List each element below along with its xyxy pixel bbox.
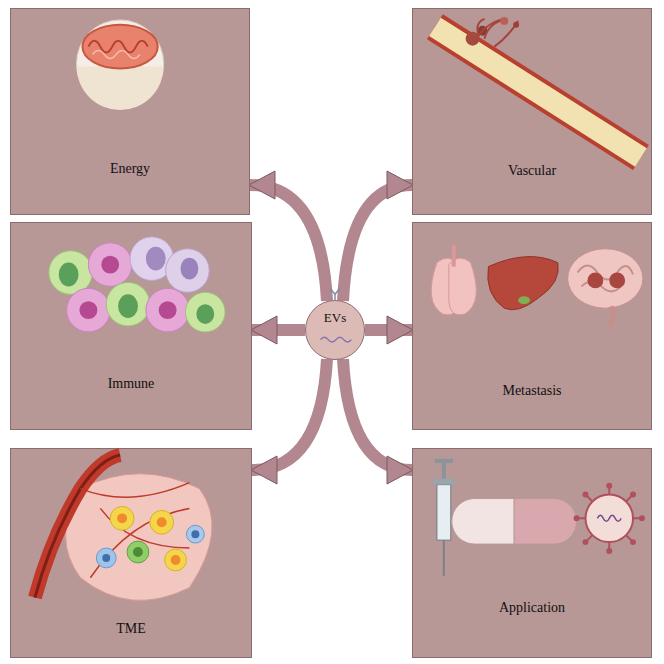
topic-panel: Immune	[10, 222, 252, 430]
hub-illustration	[306, 301, 364, 359]
curved-arrow	[252, 324, 305, 336]
center-label: EVs	[306, 310, 364, 326]
energy-illustration	[11, 9, 249, 214]
panel-title: Application	[413, 599, 651, 617]
curved-arrow	[343, 359, 412, 470]
panel-title: Metastasis	[413, 382, 651, 400]
curved-arrow	[343, 185, 412, 301]
topic-panel: Application	[412, 448, 652, 658]
panel-title: Energy	[11, 160, 249, 178]
curved-arrow	[252, 359, 327, 470]
vascular-illustration	[413, 9, 651, 214]
application-illustration	[413, 449, 651, 657]
topic-panel: Metastasis	[412, 222, 652, 430]
curved-arrow	[365, 324, 412, 336]
topic-panel: Vascular	[412, 8, 652, 215]
immune-illustration	[11, 223, 251, 429]
topic-panel: TME	[10, 448, 252, 658]
panel-title: TME	[11, 620, 251, 638]
center-circle: EVs	[305, 300, 365, 360]
metastasis-illustration	[413, 223, 651, 429]
curved-arrow	[250, 185, 327, 301]
topic-panel: Energy	[10, 8, 250, 215]
panel-title: Immune	[11, 375, 251, 393]
panel-title: Vascular	[413, 162, 651, 180]
